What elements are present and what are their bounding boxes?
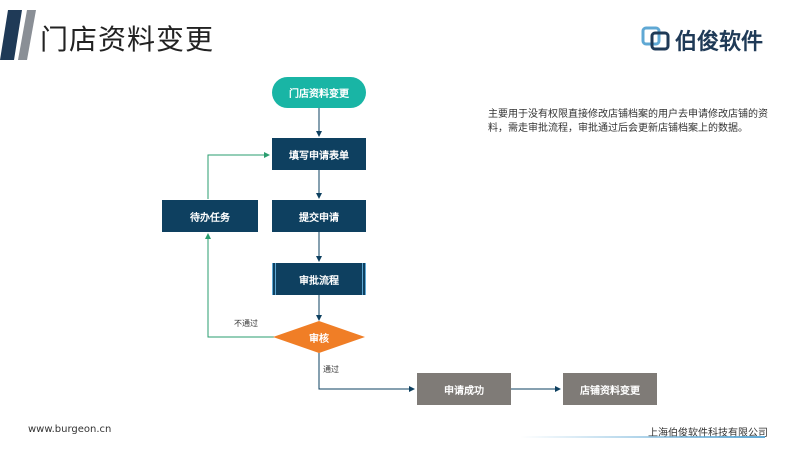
brand-name: 伯俊软件: [675, 30, 764, 55]
flow-node-store-change: 店铺资料变更: [563, 373, 657, 405]
edge-review-reject-to-pending: [205, 233, 275, 338]
flow-node-review-label: 审核: [309, 333, 329, 345]
flow-node-review-text: 审核: [273, 321, 365, 353]
flow-node-pending-task-label: 待办任务: [190, 212, 230, 224]
edge-label-pass: 通过: [323, 365, 339, 374]
brand-logo-icon: [641, 26, 670, 51]
footer-divider: [520, 436, 765, 438]
flow-node-pending-task: 待办任务: [162, 200, 258, 232]
footer-company: 上海伯俊软件科技有限公司: [648, 428, 768, 439]
header: 门店资料变更 伯俊软件: [0, 0, 800, 62]
flow-node-success-label: 申请成功: [444, 385, 484, 397]
flow-node-approval-process: 审批流程: [272, 263, 366, 295]
flow-node-success: 申请成功: [417, 373, 511, 405]
flow-node-submit: 提交申请: [272, 200, 366, 232]
flow-node-start-label: 门店资料变更: [289, 89, 349, 100]
flow-node-review: [273, 321, 365, 353]
page-title: 门店资料变更: [40, 23, 215, 56]
flow-node-start: 门店资料变更: [272, 77, 366, 108]
flow-node-fill-form-label: 填写申请表单: [289, 150, 349, 162]
footer-website: www.burgeon.cn: [28, 424, 112, 435]
flow-node-approval-process-label: 审批流程: [299, 275, 339, 287]
flow-node-fill-form: 填写申请表单: [272, 138, 366, 170]
edge-review-pass-to-success: [318, 352, 415, 392]
description-text: 主要用于没有权限直接修改店铺档案的用户去申请修改店铺的资料，需走审批流程，审批通…: [488, 109, 768, 134]
flow-node-store-change-label: 店铺资料变更: [580, 385, 640, 397]
flow-node-submit-label: 提交申请: [299, 212, 339, 224]
edge-pending-to-form: [207, 152, 270, 199]
edge-label-reject: 不通过: [234, 319, 258, 328]
